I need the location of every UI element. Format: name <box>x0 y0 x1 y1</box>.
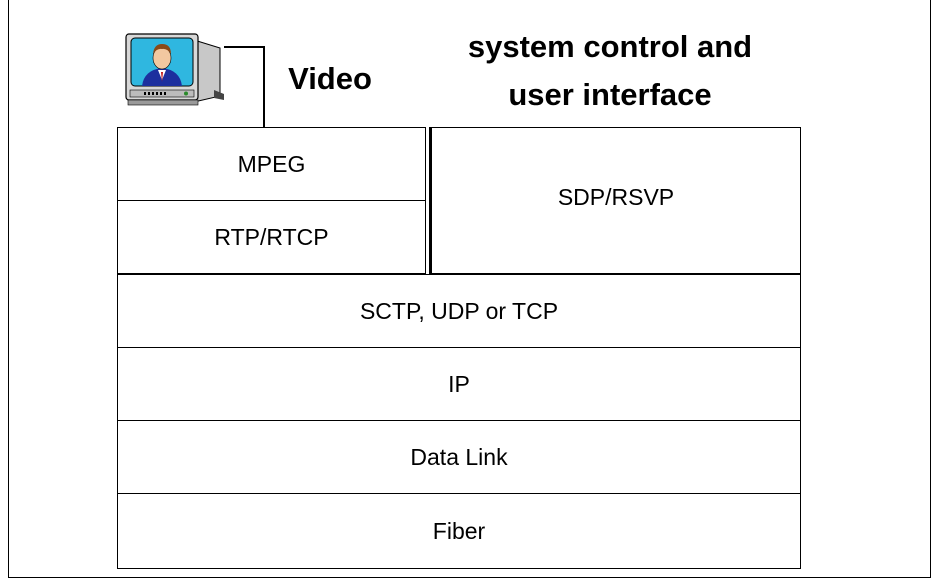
tv-connector-horizontal <box>224 46 264 48</box>
layer-sdp-rsvp: SDP/RSVP <box>429 127 801 274</box>
layer-rtp-rtcp: RTP/RTCP <box>117 200 426 274</box>
layer-mpeg: MPEG <box>117 127 426 201</box>
tv-connector-vertical <box>263 46 265 128</box>
video-label: Video <box>288 61 372 96</box>
layer-fiber: Fiber <box>117 493 801 569</box>
diagram-frame <box>8 0 931 578</box>
layer-transport: SCTP, UDP or TCP <box>117 274 801 348</box>
system-control-label-line2: user interface <box>508 77 712 112</box>
layer-data-link: Data Link <box>117 420 801 494</box>
layer-ip: IP <box>117 347 801 421</box>
system-control-label-line1: system control and <box>467 29 753 64</box>
television-icon <box>124 30 224 110</box>
